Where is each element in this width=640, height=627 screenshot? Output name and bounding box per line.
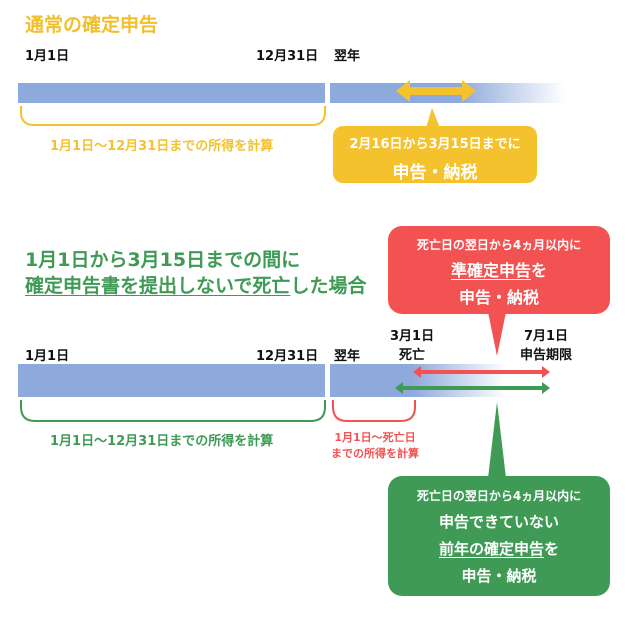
label-next-year: 翌年 (334, 49, 361, 64)
section2-title-line1: 1月1日から3月15日までの間に (25, 249, 301, 271)
section2-title-rest: した場合 (290, 275, 367, 297)
green-box-underlined: 前年の確定申告 (438, 540, 544, 558)
timeline-bar-next-year-2 (330, 364, 565, 397)
red-box-line3: 申告・納税 (458, 288, 539, 307)
label-jan1-2: 1月1日 (25, 349, 70, 364)
red-bracket (332, 400, 416, 422)
red-box-line1: 死亡日の翌日から4ヵ月以内に (416, 238, 582, 252)
green-box-line2: 申告できていない (438, 513, 559, 531)
timeline-bar-year (18, 83, 325, 103)
green-bracket (20, 400, 326, 422)
green-callout-box: 死亡日の翌日から4ヵ月以内に 申告できていない 前年の確定申告を 申告・納税 (388, 476, 610, 596)
yellow-double-arrow (396, 80, 476, 102)
red-bracket-line2: までの所得を計算 (331, 447, 419, 460)
yellow-bracket (20, 106, 326, 126)
red-bracket-text: 1月1日〜死亡日までの所得を計算 (320, 430, 430, 462)
section1-title: 通常の確定申告 (25, 14, 159, 36)
label-dec31-2: 12月31日 (256, 349, 319, 364)
section2-title: 1月1日から3月15日までの間に 確定申告書を提出しないで死亡した場合 (25, 247, 366, 299)
green-bracket-text: 1月1日〜12月31日までの所得を計算 (50, 434, 274, 449)
label-death: 3月1日死亡 (390, 325, 434, 363)
timeline-bar-year-2 (18, 364, 325, 397)
green-box-line4: 申告・納税 (461, 567, 537, 585)
red-box-pointer (488, 312, 506, 356)
deadline-date: 7月1日 (523, 329, 569, 344)
red-box-line2-rest: を (531, 261, 548, 280)
label-jan1: 1月1日 (25, 49, 70, 64)
yellow-box-pointer (426, 108, 440, 128)
yellow-box-line2: 申告・納税 (392, 163, 478, 183)
death-text: 死亡 (398, 348, 425, 363)
green-box-pointer (488, 402, 506, 478)
section2-title-underlined: 確定申告書を提出しないで死亡 (25, 275, 291, 297)
label-deadline: 7月1日申告期限 (516, 325, 576, 363)
red-bracket-line1: 1月1日〜死亡日 (334, 431, 416, 444)
green-box-line3-rest: を (544, 540, 560, 558)
death-date: 3月1日 (390, 329, 435, 344)
green-double-arrow (395, 382, 550, 394)
deadline-text: 申告期限 (519, 348, 572, 363)
red-double-arrow (413, 366, 550, 378)
yellow-callout-box: 2月16日から3月15日までに 申告・納税 (333, 126, 537, 183)
red-callout-box: 死亡日の翌日から4ヵ月以内に 準確定申告を 申告・納税 (388, 226, 610, 314)
green-box-line1: 死亡日の翌日から4ヵ月以内に (416, 489, 582, 503)
yellow-bracket-text: 1月1日〜12月31日までの所得を計算 (50, 139, 274, 154)
label-next-year-2: 翌年 (334, 349, 361, 364)
red-box-underlined: 準確定申告 (450, 261, 531, 280)
yellow-box-line1: 2月16日から3月15日までに (349, 137, 521, 152)
label-dec31: 12月31日 (256, 49, 319, 64)
